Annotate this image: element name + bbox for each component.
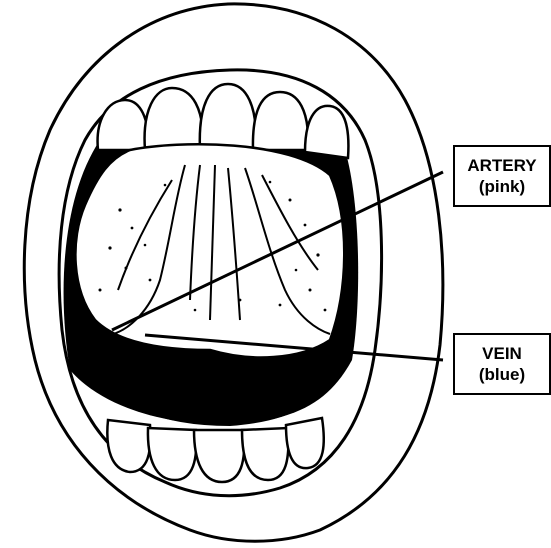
vein-label: VEIN (455, 343, 549, 364)
artery-label: ARTERY (455, 155, 549, 176)
artery-label-box: ARTERY (pink) (453, 145, 551, 207)
artery-color-note: (pink) (455, 176, 549, 197)
vein-color-note: (blue) (455, 364, 549, 385)
vein-label-box: VEIN (blue) (453, 333, 551, 395)
